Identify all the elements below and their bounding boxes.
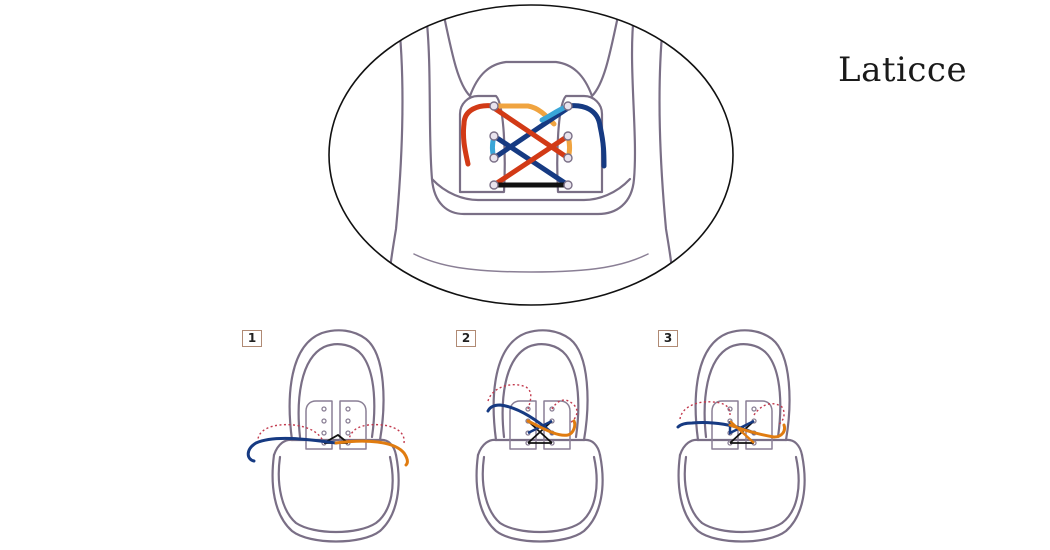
lace-path	[486, 383, 578, 444]
step-number-badge: 3	[658, 330, 678, 347]
eyelets	[489, 101, 573, 190]
lace-path	[676, 401, 786, 444]
step-3-panel: 3	[650, 325, 860, 547]
step-2-shoe-illustration	[475, 329, 604, 543]
lattice-closeup-view	[328, 4, 734, 306]
shoe-outline	[677, 329, 806, 543]
step-3-shoe-illustration	[676, 329, 806, 543]
shoe-upper-outline	[386, 12, 676, 305]
step-1-shoe-illustration	[246, 329, 409, 543]
step-1-panel: 1	[234, 325, 444, 547]
shoe-outline	[475, 329, 604, 543]
lace-path	[246, 423, 409, 467]
step-number-badge: 2	[456, 330, 476, 347]
closeup-oval-frame	[328, 4, 734, 306]
step-number-badge: 1	[242, 330, 262, 347]
lattice-laces	[461, 103, 607, 188]
step-2-panel: 2	[448, 325, 658, 547]
lattice-closeup-illustration	[328, 4, 734, 306]
diagram-title: Laticce	[838, 50, 968, 90]
